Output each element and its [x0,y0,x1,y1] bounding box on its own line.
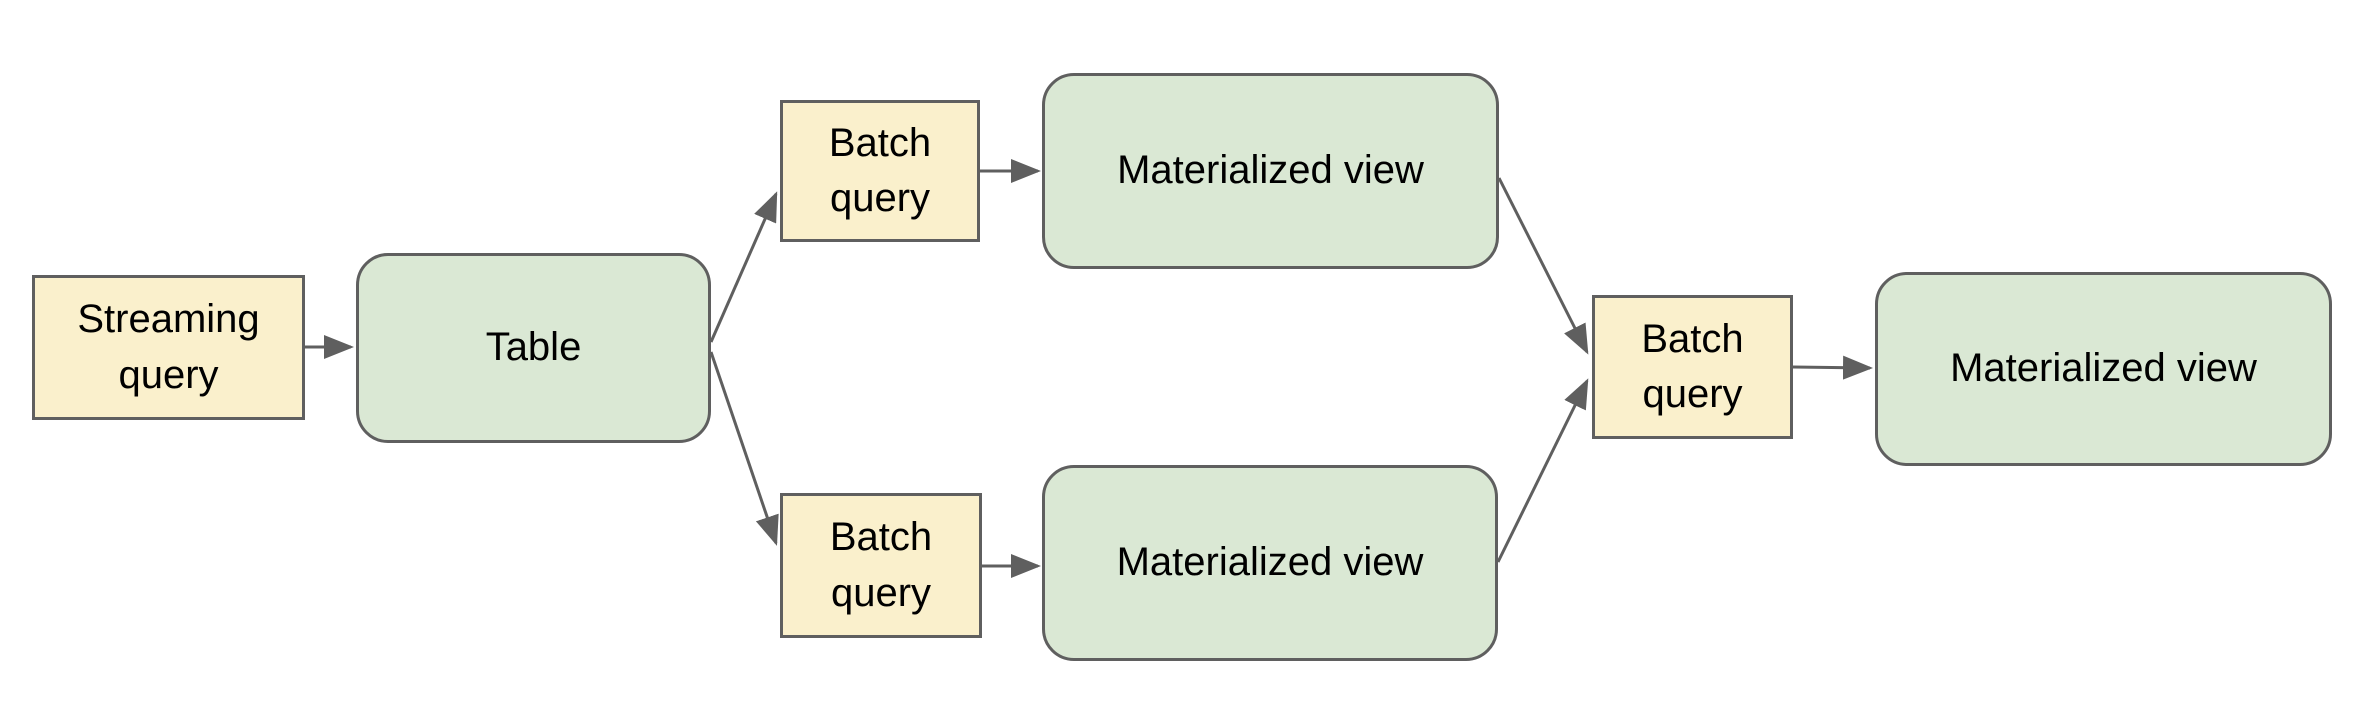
node-materialized-view-final-label: Materialized view [1950,346,2257,391]
node-materialized-view-bottom-label: Materialized view [1116,540,1424,585]
node-table: Table [356,253,711,443]
node-materialized-view-top: Materialized view [1042,73,1499,269]
edge-materialized-view-bottom-to-batch-query-right [1496,378,1589,563]
node-batch-query-right-label: Batch query [1641,316,1744,416]
node-batch-query-bottom-label: Batch query [829,515,933,615]
node-batch-query-top-label: Batch query [828,120,932,220]
node-table-label: Table [485,325,582,370]
node-streaming-query-label: Streaming query [77,297,260,397]
edge-batch-query-right-to-materialized-view-final [1792,355,1873,380]
edge-table-to-batch-query-top [709,191,778,343]
node-materialized-view-top-label: Materialized view [1117,148,1424,193]
node-batch-query-top: Batch query [780,100,980,242]
edge-table-to-batch-query-bottom [709,351,779,546]
node-batch-query-bottom: Batch query [780,493,982,638]
node-streaming-query: Streaming query [32,275,305,420]
node-materialized-view-bottom: Materialized view [1042,465,1498,661]
edge-materialized-view-top-to-batch-query-right [1497,177,1589,355]
node-materialized-view-final: Materialized view [1875,272,2332,466]
node-batch-query-right: Batch query [1592,295,1793,439]
